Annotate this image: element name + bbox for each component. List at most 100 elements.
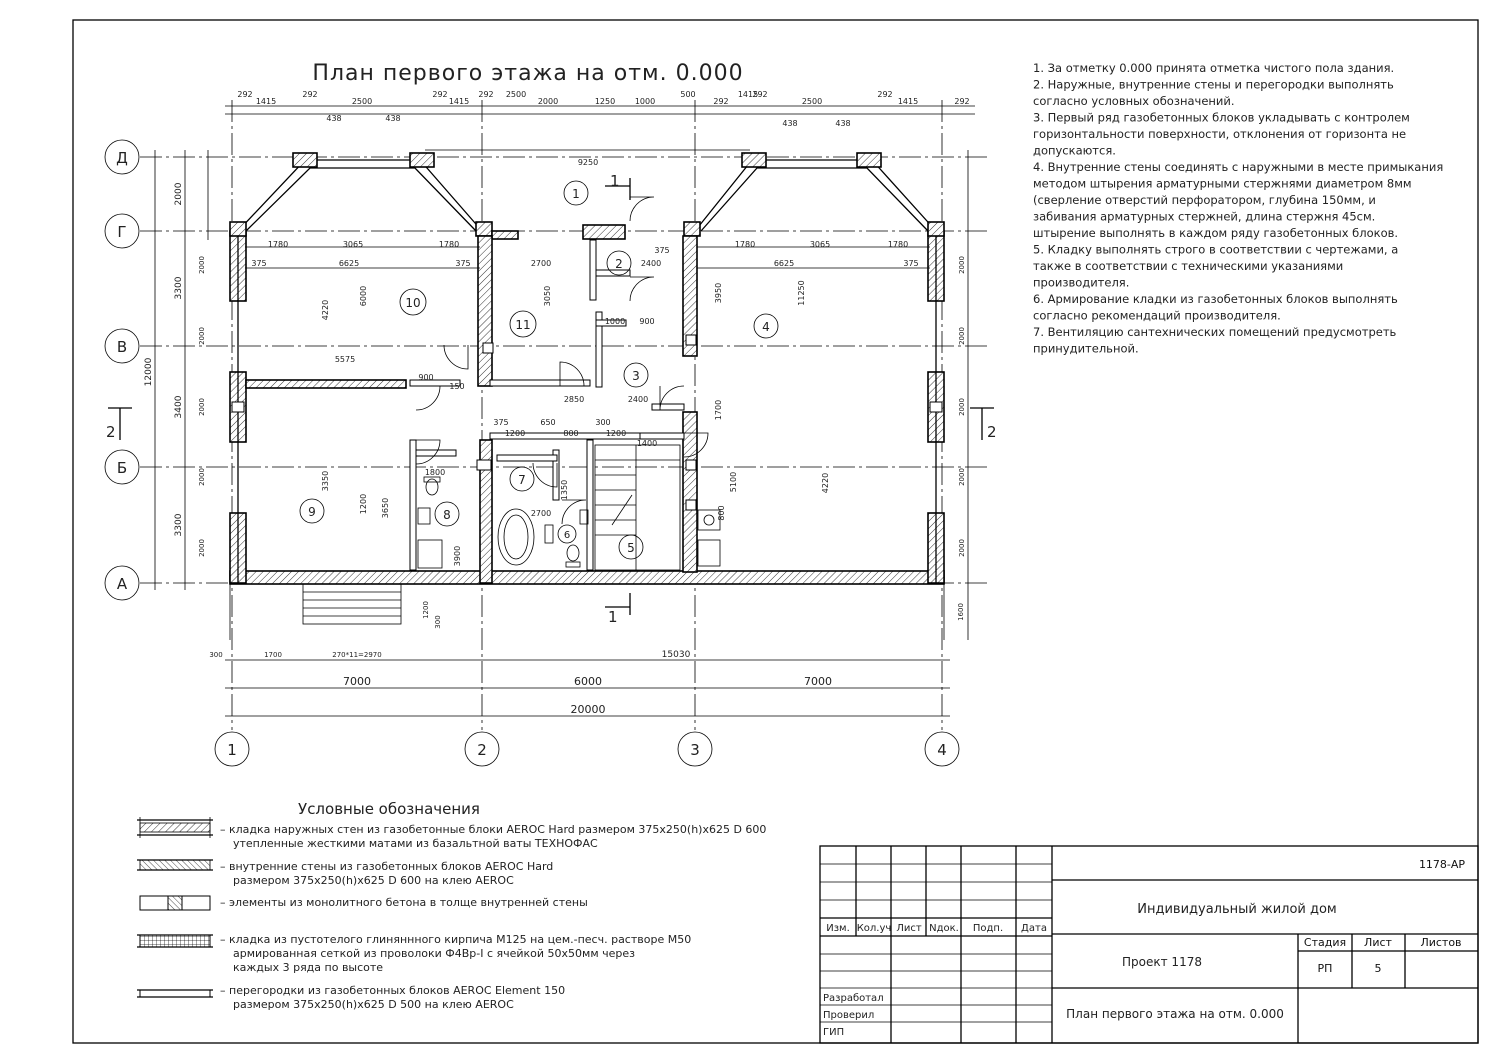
top-dim-label: 1250	[595, 97, 615, 106]
legend-symbol-brick	[137, 934, 213, 948]
note-line: также в соответствии с техническими указ…	[1033, 259, 1343, 273]
dim-vert-bay-2: 3300	[174, 276, 184, 299]
note-line: 5. Кладку выполнять строго в соответстви…	[1033, 243, 1398, 257]
dim-porch-d: 300	[434, 615, 442, 628]
tb-role-chief: ГИП	[823, 1027, 844, 1038]
tb-col-ndok: Nдок.	[929, 923, 959, 934]
inner-dim-label: 1200	[505, 429, 525, 438]
inner-dim-label: 375	[251, 259, 266, 268]
legend-item-text: – кладка наружных стен из газобетонные б…	[220, 823, 766, 836]
note-line: 6. Армирование кладки из газобетонных бл…	[1033, 292, 1398, 306]
note-line: забивания арматурных стержней, длина сте…	[1033, 210, 1375, 224]
inner-dim-label: 3065	[810, 240, 830, 249]
inner-dim-label: 2700	[531, 509, 551, 518]
inner-dim-label: 6000	[359, 286, 368, 306]
svg-text:Д: Д	[116, 149, 128, 167]
top-dim-label: 292	[432, 90, 447, 99]
note-line: 7. Вентиляцию сантехнических помещений п…	[1033, 325, 1397, 339]
tb-stage-header: Стадия	[1304, 936, 1346, 949]
note-line: (сверление отверстий перфоратором, глуби…	[1033, 193, 1376, 207]
legend-symbol-exterior	[137, 817, 213, 838]
tb-col-list: Лист	[896, 923, 922, 934]
axis-bubble-2: 2	[464, 731, 500, 767]
inner-dim-label: 4220	[321, 300, 330, 320]
top-dim-label: 292	[752, 90, 767, 99]
room-7: 7	[509, 466, 535, 492]
inner-dim-label: 1780	[268, 240, 288, 249]
dim-vert-bay-3: 3400	[174, 395, 184, 418]
tb-project: Проект 1178	[1122, 955, 1202, 969]
top-dim-label: 292	[877, 90, 892, 99]
inner-dim-label: 150	[449, 382, 464, 391]
note-line: допускаются.	[1033, 144, 1116, 158]
tb-col-kol: Кол.уч	[857, 923, 892, 934]
top-dim-label: 1415	[738, 90, 758, 99]
note-line: 2. Наружные, внутренние стены и перегоро…	[1033, 78, 1394, 92]
legend-symbol-partition	[137, 989, 213, 998]
dim-porch-c: 1200	[422, 601, 430, 619]
tb-code: 1178-АР	[1419, 858, 1465, 871]
top-dim-label: 2500	[506, 90, 526, 99]
room-6: 6	[557, 524, 577, 544]
axis-bubble-D: Д	[104, 139, 140, 175]
dim-vert-bay-1: 2000	[174, 182, 184, 205]
dim-porch-e: 1600	[957, 603, 965, 621]
fixtures	[229, 444, 945, 640]
svg-text:3: 3	[690, 741, 700, 759]
dim-vert-sub-r2: 2000	[958, 327, 966, 345]
dimension-lines	[154, 105, 975, 717]
top-dim-label: 438	[835, 119, 850, 128]
inner-dim-label: 3065	[343, 240, 363, 249]
svg-text:7: 7	[518, 473, 526, 487]
top-dim-label: 500	[680, 90, 695, 99]
inner-dim-label: 5100	[729, 472, 738, 492]
tb-sheet-header: Лист	[1364, 936, 1392, 949]
dim-vert-sub-r1: 2000	[958, 256, 966, 274]
inner-dim-label: 300	[595, 418, 610, 427]
dim-vert-sub-r5: 2000	[958, 539, 966, 557]
top-dim-label: 292	[713, 97, 728, 106]
tb-col-izm: Изм.	[826, 923, 850, 934]
axis-bubble-V: В	[104, 328, 140, 364]
dim-porch-total: 15030	[662, 650, 691, 660]
title-block: 1178-АР Индивидуальный жилой дом Проект …	[819, 845, 1479, 1044]
legend-item-text: каждых 3 ряда по высоте	[233, 961, 383, 974]
dim-porch-a: 300	[209, 651, 222, 659]
top-dim-label: 2500	[802, 97, 822, 106]
svg-text:1: 1	[227, 741, 237, 759]
section-marks: 1 1 2 2	[106, 172, 997, 626]
svg-text:1: 1	[572, 187, 580, 201]
svg-text:2: 2	[615, 257, 623, 271]
legend-item-text: утепленные жесткими матами из базальтной…	[233, 837, 598, 850]
doors	[415, 196, 709, 525]
svg-text:4: 4	[762, 320, 770, 334]
inner-dim-label: 1780	[439, 240, 459, 249]
note-line: 3. Первый ряд газобетонных блоков уклады…	[1033, 111, 1410, 125]
room-11: 11	[509, 310, 537, 338]
legend-item-text: – перегородки из газобетонных блоков AER…	[220, 984, 565, 997]
top-dim-label: 438	[326, 114, 341, 123]
inner-dim-label: 6625	[774, 259, 794, 268]
dim-vert-sub-3: 2000	[198, 398, 206, 416]
legend-item-text: – внутренние стены из газобетонных блоко…	[220, 860, 553, 873]
dim-bay-2: 6000	[574, 675, 602, 688]
room-1: 1	[563, 180, 589, 206]
inner-dim-label: 1000	[605, 317, 625, 326]
inner-dim-label: 375	[493, 418, 508, 427]
inner-dim-label: 3650	[381, 498, 390, 518]
dim-vert-sub-1: 2000	[198, 256, 206, 274]
dim-porch-stair: 270*11=2970	[332, 651, 381, 659]
inner-dim-label: 650	[540, 418, 555, 427]
svg-text:8: 8	[443, 508, 451, 522]
inner-dim-label: 6625	[339, 259, 359, 268]
note-line: производителя.	[1033, 276, 1129, 290]
note-line: штырение выполнять в каждом ряду газобет…	[1033, 226, 1398, 240]
legend-symbol-interior	[137, 859, 213, 871]
top-dim-label: 438	[385, 114, 400, 123]
plan-title: План первого этажа на отм. 0.000	[312, 61, 743, 86]
note-line: 1. За отметку 0.000 принята отметка чист…	[1033, 61, 1394, 75]
svg-text:Г: Г	[117, 223, 126, 241]
